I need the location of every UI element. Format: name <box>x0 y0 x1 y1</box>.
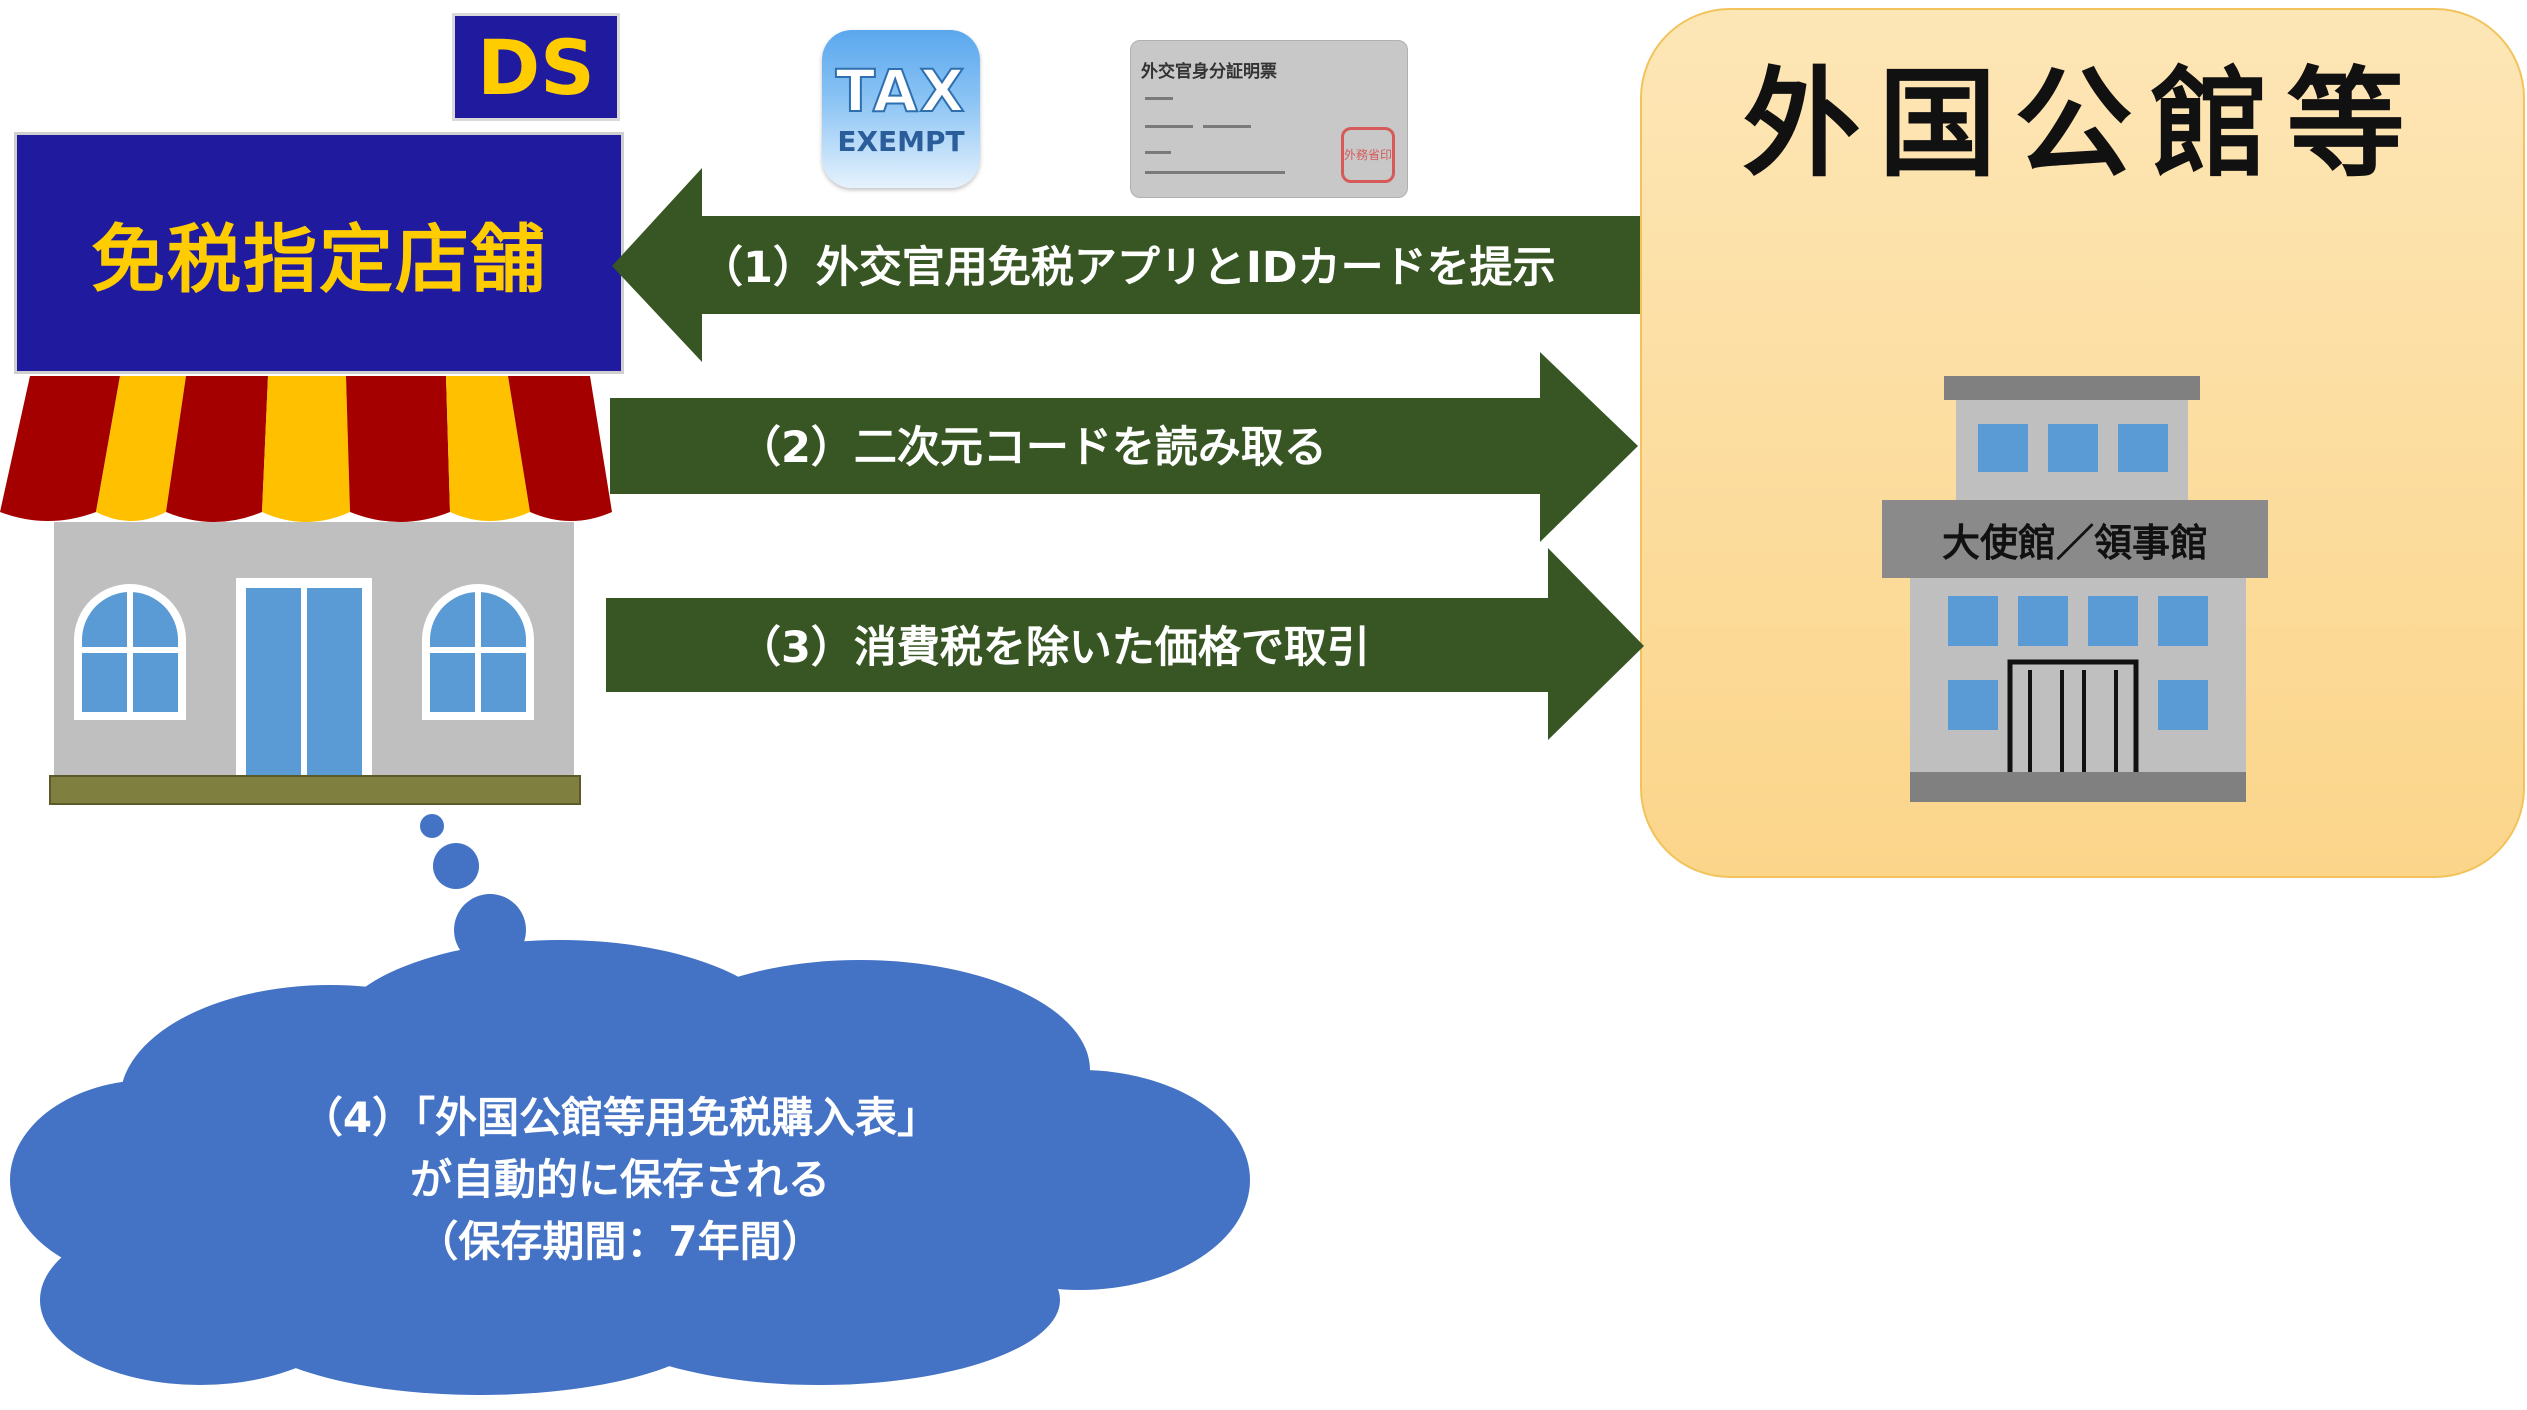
cloud-text: （4）「外国公館等用免税購入表」 が自動的に保存される （保存期間：7年間） <box>120 1085 1120 1275</box>
id-card-line <box>1203 125 1251 128</box>
store-window-left <box>74 584 186 720</box>
store-icon <box>0 376 612 805</box>
id-card-line <box>1145 151 1171 154</box>
cloud-line-1: （4）「外国公館等用免税購入表」 <box>300 1093 940 1142</box>
store-base <box>49 775 581 805</box>
arrow-step-1 <box>612 168 1640 362</box>
store-window-right <box>422 584 534 720</box>
arrow-step-2 <box>610 352 1638 542</box>
id-card-line <box>1145 125 1193 128</box>
tax-icon-text: TAX <box>835 57 967 125</box>
store-door <box>236 578 372 776</box>
embassy-building-label: 大使館／領事館 <box>1882 500 2268 578</box>
thought-bubble-small <box>420 814 444 838</box>
arrow-step-3 <box>606 548 1644 740</box>
embassy-building-icon <box>1910 376 2246 802</box>
cloud-line-3: （保存期間：7年間） <box>416 1217 824 1266</box>
step-3-label: （3）消費税を除いた価格で取引 <box>738 623 1370 673</box>
embassy-title: 外国公館等 <box>1742 54 2423 193</box>
thought-cloud-icon <box>10 940 1250 1395</box>
id-card-title: 外交官身分証明票 <box>1141 62 1277 82</box>
thought-bubble-medium <box>433 843 479 889</box>
id-card-icon: 外交官身分証明票 外務省印 <box>1130 40 1408 198</box>
tax-exempt-app-icon: TAX EXEMPT <box>822 30 980 188</box>
id-card-line <box>1145 97 1173 100</box>
ds-badge: DS <box>452 13 620 121</box>
id-card-stamp: 外務省印 <box>1341 127 1395 183</box>
step-2-label: （2）二次元コードを読み取る <box>738 423 1327 473</box>
id-card-line <box>1145 171 1285 174</box>
cloud-line-2: が自動的に保存される <box>409 1155 830 1204</box>
step-1-label: （1）外交官用免税アプリとIDカードを提示 <box>700 243 1556 293</box>
exempt-icon-text: EXEMPT <box>837 125 965 158</box>
store-awning <box>0 376 612 522</box>
store-sign: 免税指定店舗 <box>14 132 624 374</box>
